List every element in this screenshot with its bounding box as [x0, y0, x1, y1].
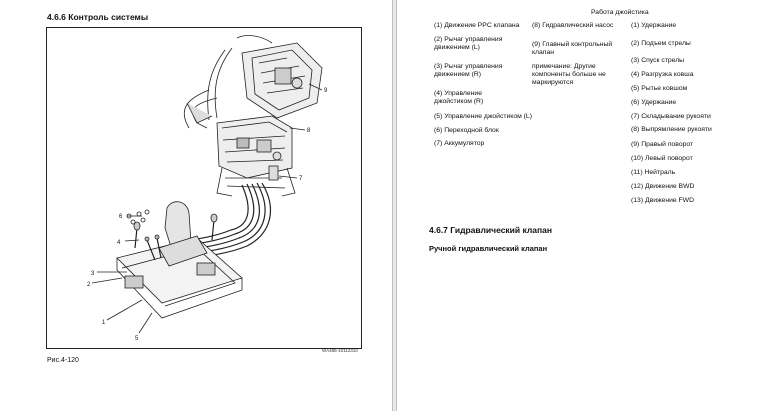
- legend-item: (8) Гидравлический насос: [532, 22, 614, 29]
- callout-6: 6: [119, 214, 123, 220]
- diagram-illustration: 1 2 3 4 5 6 7 8 9: [87, 35, 328, 342]
- callout-8: 8: [307, 128, 311, 134]
- section-title-hydraulic-valve: 4.6.7 Гидравлический клапан: [429, 225, 552, 235]
- legend-item: (7) Аккумулятор: [434, 140, 485, 147]
- hydraulic-system-diagram: 1 2 3 4 5 6 7 8 9: [46, 27, 362, 349]
- callout-9: 9: [324, 88, 328, 94]
- joystick-op: (6) Удержание: [631, 99, 677, 106]
- legend-item: (4) Управление джойстиком (R): [434, 90, 484, 106]
- drawing-code: WA485-10112310: [322, 348, 358, 353]
- legend-item: (2) Рычаг управления движением (L): [434, 36, 503, 52]
- joystick-op: (12) Движение BWD: [631, 183, 695, 190]
- callout-5: 5: [135, 336, 139, 342]
- joystick-op: (2) Подъем стрелы: [631, 40, 691, 47]
- figure-caption: Рис.4-120: [47, 357, 79, 364]
- joystick-op: (10) Левый поворот: [631, 155, 693, 162]
- joystick-op: (11) Нейтраль: [631, 169, 676, 176]
- joystick-op: (8) Выпрямление рукояти: [631, 126, 712, 133]
- subsection-title: Ручной гидравлический клапан: [429, 244, 548, 253]
- callout-1: 1: [102, 320, 106, 326]
- table-title: Работа джойстика: [591, 9, 649, 16]
- section-title: 4.6.6 Контроль системы: [47, 12, 149, 22]
- legend-item: (6) Переходной блок: [434, 127, 499, 134]
- callout-7: 7: [299, 176, 303, 182]
- legend-item: (3) Рычаг управления движением (R): [434, 63, 503, 79]
- legend-item: (5) Управление джойстиком (L): [434, 113, 532, 120]
- left-page: 4.6.6 Контроль системы: [0, 0, 393, 411]
- callout-3: 3: [91, 271, 95, 277]
- right-page: Работа джойстика (1) Движение PPC клапан…: [396, 0, 768, 411]
- joystick-op: (7) Складывание рукояти: [631, 113, 711, 120]
- joystick-op: (1) Удержание: [631, 22, 677, 29]
- joystick-op: (4) Разгрузка ковша: [631, 71, 694, 78]
- joystick-op: (3) Спуск стрелы: [631, 57, 685, 64]
- joystick-op: (5) Рытье ковшом: [631, 85, 688, 92]
- joystick-op: (9) Правый поворот: [631, 141, 694, 148]
- legend-note: примечание: Другие компоненты больше не …: [532, 63, 606, 87]
- callout-4: 4: [117, 240, 121, 246]
- legend-item: (1) Движение PPC клапана: [434, 22, 520, 29]
- legend-item: (9) Главный контрольный клапан: [532, 41, 613, 57]
- joystick-op: (13) Движение FWD: [631, 197, 695, 204]
- callout-2: 2: [87, 282, 91, 288]
